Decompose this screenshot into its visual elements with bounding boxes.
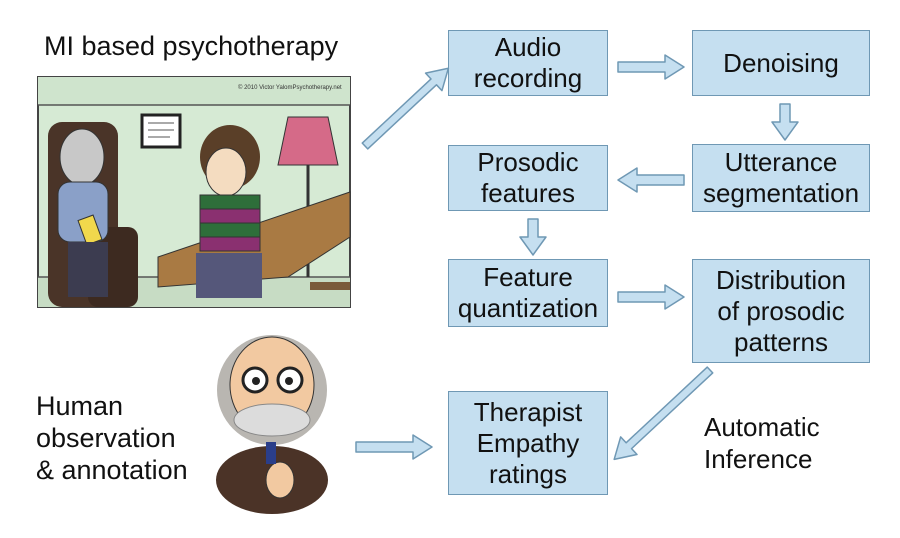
prosodic-features-box: Prosodic features xyxy=(448,145,608,211)
arrow-quantization-to-distribution xyxy=(617,284,685,310)
arrow-distribution-to-empathy xyxy=(613,366,714,461)
copyright-text: © 2010 Victor YalomPsychotherapy.net xyxy=(238,84,342,91)
arrow-audio-to-denoising xyxy=(617,54,685,80)
arrow-cartoon-to-audio xyxy=(361,67,450,150)
audio-recording-box: Audio recording xyxy=(448,30,608,96)
denoising-box: Denoising xyxy=(692,30,870,96)
therapist-empathy-ratings-box: Therapist Empathy ratings xyxy=(448,391,608,495)
distribution-prosodic-patterns-box: Distribution of prosodic patterns xyxy=(692,259,870,363)
arrow-prosodic-to-quantization xyxy=(519,218,547,256)
mi-psychotherapy-label: MI based psychotherapy xyxy=(44,31,339,61)
human-observation-label: Human observation & annotation xyxy=(36,391,188,485)
arrow-observation-to-empathy xyxy=(355,434,433,460)
arrow-denoising-to-utterance xyxy=(771,103,799,141)
automatic-inference-label: Automatic Inference xyxy=(704,412,820,474)
arrow-utterance-to-prosodic xyxy=(617,167,685,193)
feature-quantization-box: Feature quantization xyxy=(448,259,608,327)
utterance-segmentation-box: Utterance segmentation xyxy=(692,144,870,212)
